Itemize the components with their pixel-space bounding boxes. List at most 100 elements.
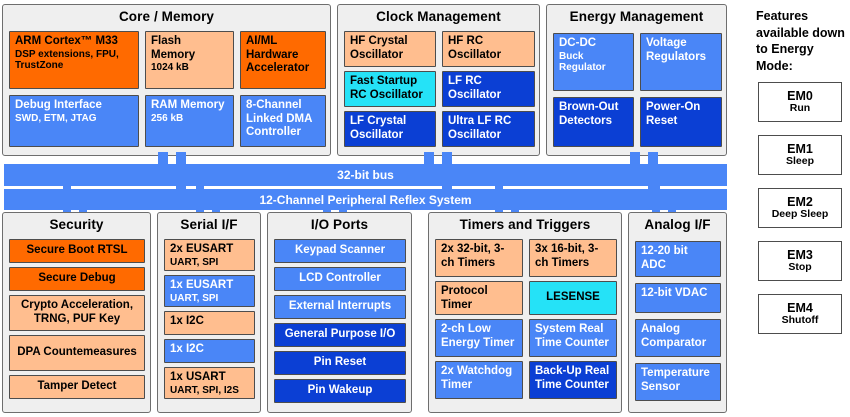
block-general-purpose-io[interactable]: General Purpose I/O <box>274 323 406 347</box>
block-ram-memory[interactable]: RAM Memory 256 kB <box>145 95 234 147</box>
block-label: Power-On Reset <box>646 101 701 127</box>
legend-item-em4[interactable]: EM4 Shutoff <box>758 294 842 334</box>
block-hf-rc-oscillator[interactable]: HF RC Oscillator <box>442 31 535 67</box>
connector-core-memory-right <box>176 152 186 166</box>
block-external-interrupts[interactable]: External Interrupts <box>274 295 406 319</box>
block-label: 1x USART <box>170 371 226 383</box>
legend-item-em0[interactable]: EM0 Run <box>758 82 842 122</box>
block-linked-dma-controller[interactable]: 8-Channel Linked DMA Controller <box>240 95 326 147</box>
block-3x-16bit-timers[interactable]: 3x 16-bit, 3-ch Timers <box>529 239 617 277</box>
legend-item-em3[interactable]: EM3 Stop <box>758 241 842 281</box>
group-title-serial-if: Serial I/F <box>180 217 238 232</box>
block-label: 12-bit VDAC <box>641 287 708 299</box>
block-label: 1x EUSART <box>170 279 234 291</box>
connector-timers-left <box>495 176 503 214</box>
block-sublabel: UART, SPI <box>170 292 219 304</box>
block-aiml-accelerator[interactable]: AI/ML Hardware Accelerator <box>240 31 326 89</box>
block-pin-wakeup[interactable]: Pin Wakeup <box>274 379 406 403</box>
block-label: DPA Countemeasures <box>17 346 137 359</box>
legend-sub: Stop <box>788 261 812 274</box>
block-protocol-timer[interactable]: Protocol Timer <box>435 281 523 315</box>
block-keypad-scanner[interactable]: Keypad Scanner <box>274 239 406 263</box>
block-label: LF Crystal Oscillator <box>350 115 407 141</box>
group-io-ports: I/O Ports Keypad Scanner LCD Controller … <box>267 212 412 413</box>
block-temperature-sensor[interactable]: Temperature Sensor <box>635 363 721 401</box>
block-arm-cortex-m33[interactable]: ARM Cortex™ M33 DSP extensions, FPU, Tru… <box>9 31 139 89</box>
block-label: Secure Debug <box>38 272 116 285</box>
block-dpa-countermeasures[interactable]: DPA Countemeasures <box>9 335 145 371</box>
block-label: AI/ML Hardware Accelerator <box>246 35 310 75</box>
block-label: RAM Memory <box>151 99 225 111</box>
group-body-core-memory: ARM Cortex™ M33 DSP extensions, FPU, Tru… <box>9 29 326 149</box>
block-sublabel: SWD, ETM, JTAG <box>15 112 97 124</box>
block-2x-32bit-timers[interactable]: 2x 32-bit, 3-ch Timers <box>435 239 523 277</box>
block-brown-out-detectors[interactable]: Brown-Out Detectors <box>553 97 634 147</box>
group-body-timers-triggers: 2x 32-bit, 3-ch Timers 3x 16-bit, 3-ch T… <box>435 237 617 406</box>
group-body-energy-management: DC-DC Buck Regulator Voltage Regulators … <box>553 29 722 149</box>
group-energy-management: Energy Management DC-DC Buck Regulator V… <box>546 4 727 156</box>
group-security: Security Secure Boot RTSL Secure Debug C… <box>2 212 151 413</box>
block-secure-debug[interactable]: Secure Debug <box>9 267 145 291</box>
block-label: 2x EUSART <box>170 243 234 255</box>
legend-title: Features available down to Energy Mode: <box>756 9 845 73</box>
block-1x-eusart[interactable]: 1x EUSART UART, SPI <box>164 275 255 307</box>
group-body-serial-if: 2x EUSART UART, SPI 1x EUSART UART, SPI … <box>164 237 255 406</box>
block-label: Ultra LF RC Oscillator <box>448 115 512 141</box>
block-1x-i2c-em1[interactable]: 1x I2C <box>164 311 255 335</box>
block-label: Flash Memory <box>151 35 196 61</box>
block-label: 3x 16-bit, 3-ch Timers <box>535 243 599 269</box>
legend-item-em2[interactable]: EM2 Deep Sleep <box>758 188 842 228</box>
block-pin-reset[interactable]: Pin Reset <box>274 351 406 375</box>
block-label: 2x Watchdog Timer <box>441 365 513 391</box>
block-flash-memory[interactable]: Flash Memory 1024 kB <box>145 31 234 89</box>
group-title-energy-management: Energy Management <box>569 9 704 24</box>
block-sublabel: DSP extensions, FPU, TrustZone <box>15 48 119 72</box>
block-1x-usart[interactable]: 1x USART UART, SPI, I2S <box>164 367 255 399</box>
block-label: External Interrupts <box>288 300 392 313</box>
connector-clock-left <box>424 152 434 166</box>
block-2ch-low-energy-timer[interactable]: 2-ch Low Energy Timer <box>435 319 523 357</box>
group-serial-if: Serial I/F 2x EUSART UART, SPI 1x EUSART… <box>157 212 261 413</box>
legend-item-em1[interactable]: EM1 Sleep <box>758 135 842 175</box>
block-2x-watchdog-timer[interactable]: 2x Watchdog Timer <box>435 361 523 399</box>
block-2x-eusart[interactable]: 2x EUSART UART, SPI <box>164 239 255 271</box>
block-label: 1x I2C <box>170 315 204 327</box>
block-tamper-detect[interactable]: Tamper Detect <box>9 375 145 399</box>
block-ultra-lf-rc-oscillator[interactable]: Ultra LF RC Oscillator <box>442 111 535 147</box>
block-lesense[interactable]: LESENSE <box>529 281 617 315</box>
block-1x-i2c-em3[interactable]: 1x I2C <box>164 339 255 363</box>
connector-analog-right <box>668 205 676 214</box>
bus-link-b <box>442 164 452 190</box>
connector-energy-right <box>648 152 658 166</box>
block-voltage-regulators[interactable]: Voltage Regulators <box>640 33 722 91</box>
block-secure-boot-rtsl[interactable]: Secure Boot RTSL <box>9 239 145 263</box>
group-timers-triggers: Timers and Triggers 2x 32-bit, 3-ch Time… <box>428 212 622 413</box>
block-fast-startup-rc-oscillator[interactable]: Fast Startup RC Oscillator <box>344 71 436 107</box>
legend-sub: Run <box>789 102 811 115</box>
bus-label: 32-bit bus <box>337 168 394 182</box>
group-clock-management: Clock Management HF Crystal Oscillator H… <box>337 4 540 156</box>
block-power-on-reset[interactable]: Power-On Reset <box>640 97 722 147</box>
block-lcd-controller[interactable]: LCD Controller <box>274 267 406 291</box>
block-dcdc-buck-regulator[interactable]: DC-DC Buck Regulator <box>553 33 634 91</box>
block-analog-comparator[interactable]: Analog Comparator <box>635 319 721 357</box>
block-lf-rc-oscillator[interactable]: LF RC Oscillator <box>442 71 535 107</box>
group-title-analog-if: Analog I/F <box>644 217 711 232</box>
block-label: 12-20 bit ADC <box>641 245 688 271</box>
block-adc[interactable]: 12-20 bit ADC <box>635 241 721 277</box>
group-body-clock-management: HF Crystal Oscillator HF RC Oscillator F… <box>344 29 535 149</box>
block-backup-real-time-counter[interactable]: Back-Up Real Time Counter <box>529 361 617 399</box>
group-title-clock-management: Clock Management <box>376 9 501 24</box>
block-label: Back-Up Real Time Counter <box>535 365 610 391</box>
block-vdac[interactable]: 12-bit VDAC <box>635 283 721 313</box>
group-body-analog-if: 12-20 bit ADC 12-bit VDAC Analog Compara… <box>635 237 721 406</box>
connector-io-right <box>339 205 347 214</box>
block-hf-crystal-oscillator[interactable]: HF Crystal Oscillator <box>344 31 436 67</box>
bus-32-bit: 32-bit bus <box>4 164 727 186</box>
connector-security-right <box>79 205 87 214</box>
block-debug-interface[interactable]: Debug Interface SWD, ETM, JTAG <box>9 95 139 147</box>
block-crypto-acceleration[interactable]: Crypto Acceleration, TRNG, PUF Key <box>9 295 145 331</box>
block-lf-crystal-oscillator[interactable]: LF Crystal Oscillator <box>344 111 436 147</box>
block-system-real-time-counter[interactable]: System Real Time Counter <box>529 319 617 357</box>
